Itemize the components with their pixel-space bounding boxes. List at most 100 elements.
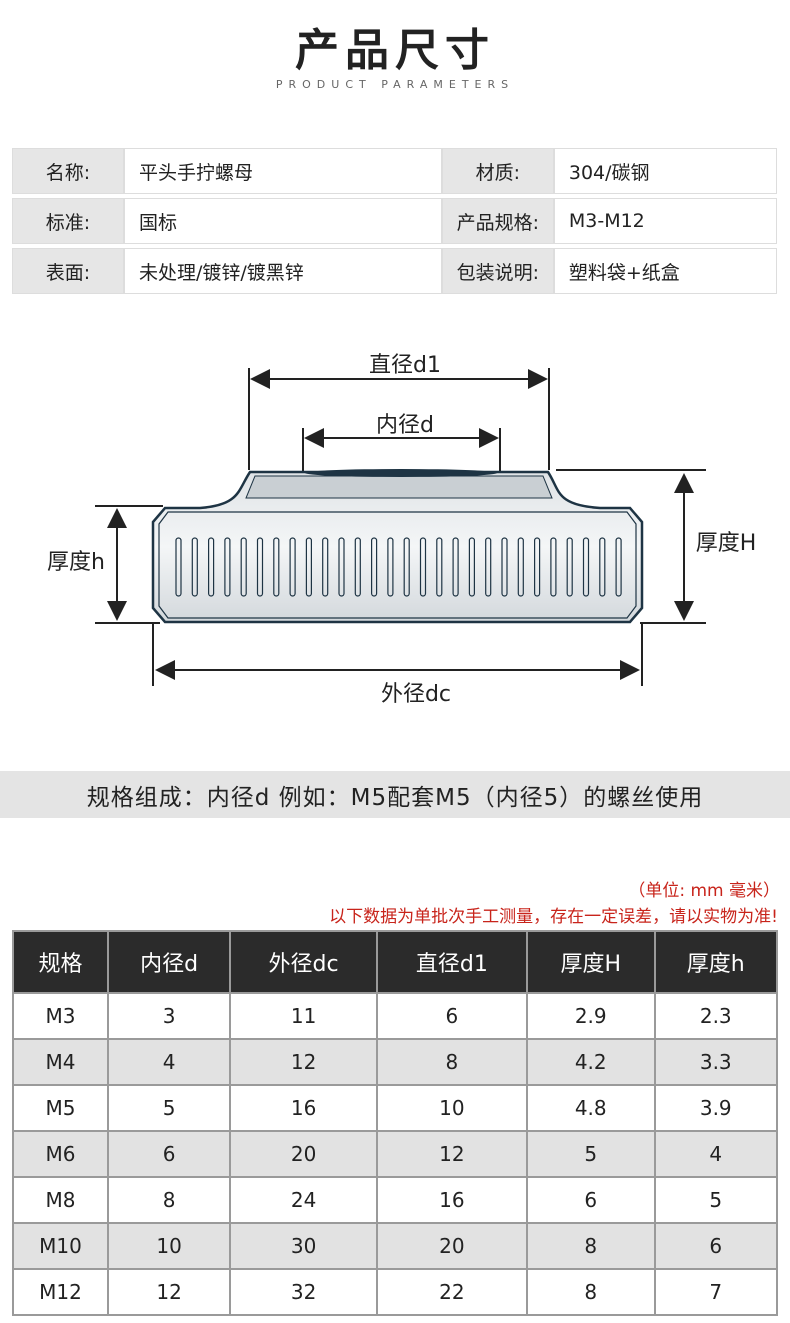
knurl-rib: [468, 537, 475, 597]
table-cell: 8: [525, 1222, 656, 1270]
nut-dimension-diagram: 直径d1 内径d 厚度h 厚度H 外径dc: [47, 353, 757, 707]
spec-note-banner: 规格组成：内径d 例如：M5配套M5（内径5）的螺丝使用: [0, 771, 790, 818]
table-cell: 8: [375, 1038, 528, 1086]
table-cell: 20: [229, 1130, 378, 1178]
knurl-rib: [224, 537, 231, 597]
param-value: 未处理/镀锌/镀黑锌: [124, 248, 442, 294]
table-cell: 8: [525, 1268, 656, 1316]
table-cell: 3.9: [653, 1084, 779, 1132]
unit-note: （单位: mm 毫米）: [628, 881, 780, 901]
table-cell: 4.2: [525, 1038, 656, 1086]
params-row: 标准: 国标 产品规格: M3-M12: [12, 198, 777, 244]
table-cell: 6: [106, 1130, 232, 1178]
knurl-rib: [273, 537, 280, 597]
param-value: 国标: [124, 198, 442, 244]
knurl-rib: [191, 537, 198, 597]
table-cell: 8: [106, 1176, 232, 1224]
table-cell: 6: [653, 1222, 779, 1270]
knurl-rib: [501, 537, 508, 597]
table-cell: 32: [229, 1268, 378, 1316]
table-cell: M12: [12, 1268, 109, 1316]
knurl-rib: [533, 537, 541, 597]
table-cell: M8: [12, 1176, 109, 1224]
knurl-rib: [566, 537, 573, 597]
label-dc: 外径dc: [381, 682, 451, 707]
table-cell: M3: [12, 992, 109, 1040]
knurl-rib: [485, 537, 492, 597]
table-cell: 3.3: [653, 1038, 779, 1086]
table-cell: 5: [525, 1130, 656, 1178]
table-cell: 11: [229, 992, 378, 1040]
knurl-rib: [599, 537, 606, 597]
column-header: 规格: [12, 930, 109, 994]
knurl-rib: [175, 537, 182, 597]
params-table: 名称: 平头手拧螺母 材质: 304/碳钢 标准: 国标 产品规格: M3-M1…: [12, 144, 777, 298]
param-value: 平头手拧螺母: [124, 148, 442, 194]
knurl-rib: [322, 537, 329, 597]
measurement-disclaimer: 以下数据为单批次手工测量，存在一定误差，请以实物为准!: [329, 907, 778, 927]
table-cell: 3: [106, 992, 232, 1040]
column-header: 直径d1: [375, 930, 528, 994]
params-row: 名称: 平头手拧螺母 材质: 304/碳钢: [12, 148, 777, 194]
param-value: 304/碳钢: [553, 148, 777, 194]
page-subtitle: PRODUCT PARAMETERS: [275, 78, 515, 91]
table-cell: 4: [106, 1038, 232, 1086]
table-cell: 2.9: [525, 992, 656, 1040]
table-cell: 5: [106, 1084, 232, 1132]
table-cell: 16: [229, 1084, 378, 1132]
table-cell: 30: [229, 1222, 378, 1270]
knurl-rib: [240, 537, 247, 597]
knurl-rib: [338, 537, 345, 597]
column-header: 外径dc: [229, 930, 378, 994]
param-label: 标准:: [12, 198, 124, 244]
knurl-rib: [582, 537, 590, 597]
param-label: 包装说明:: [441, 248, 554, 294]
knurl-rib: [354, 537, 361, 597]
knurl-rib: [289, 537, 296, 597]
table-cell: 12: [106, 1268, 232, 1316]
param-value: 塑料袋+纸盒: [553, 248, 777, 294]
table-cell: 10: [106, 1222, 232, 1270]
knurl-rib: [419, 537, 427, 597]
table-cell: 16: [375, 1176, 528, 1224]
label-h: 厚度h: [47, 550, 105, 575]
label-H: 厚度H: [696, 531, 757, 556]
knurl-ribs: [175, 537, 622, 597]
table-cell: M5: [12, 1084, 109, 1132]
table-cell: 6: [525, 1176, 656, 1224]
param-label: 名称:: [12, 148, 124, 194]
label-d1: 直径d1: [369, 353, 441, 378]
table-cell: 20: [375, 1222, 528, 1270]
knurl-rib: [517, 537, 524, 597]
table-cell: 4.8: [525, 1084, 656, 1132]
params-row: 表面: 未处理/镀锌/镀黑锌 包装说明: 塑料袋+纸盒: [12, 248, 777, 294]
table-cell: 7: [653, 1268, 779, 1316]
table-cell: 12: [375, 1130, 528, 1178]
table-cell: 2.3: [653, 992, 779, 1040]
knurl-rib: [208, 537, 215, 597]
table-cell: M10: [12, 1222, 109, 1270]
param-label: 材质:: [441, 148, 554, 194]
knurl-rib: [550, 537, 557, 597]
table-cell: 4: [653, 1130, 779, 1178]
table-cell: M4: [12, 1038, 109, 1086]
table-cell: 12: [229, 1038, 378, 1086]
param-value: M3-M12: [553, 198, 777, 244]
knurl-rib: [452, 537, 459, 597]
table-cell: 10: [375, 1084, 528, 1132]
column-header: 内径d: [106, 930, 232, 994]
knurl-rib: [387, 537, 394, 597]
knurl-rib: [371, 537, 378, 597]
knurl-rib: [403, 537, 410, 597]
page-title: 产品尺寸: [295, 25, 495, 76]
column-header: 厚度H: [525, 930, 656, 994]
knurl-rib: [615, 537, 622, 597]
